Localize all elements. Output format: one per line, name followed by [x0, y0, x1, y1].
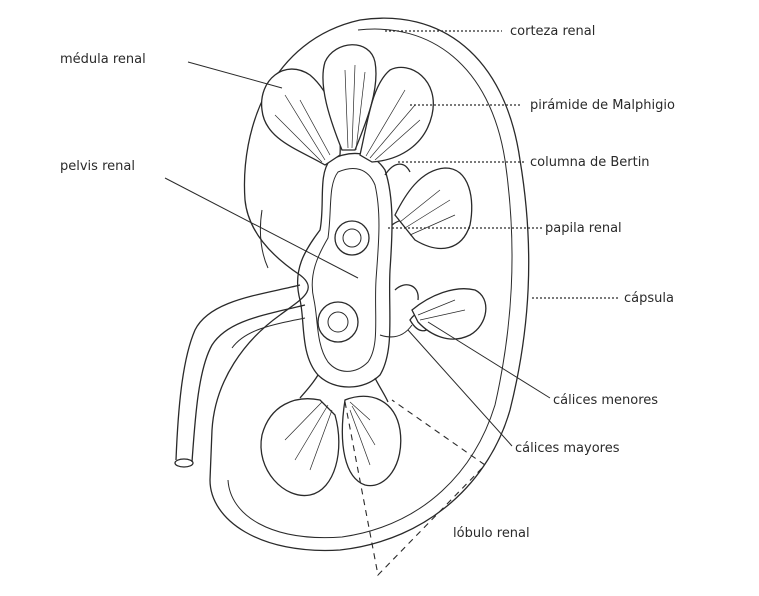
- label-medula-renal: médula renal: [60, 52, 146, 67]
- ureter: [175, 284, 301, 461]
- pyramid-striations: [274, 64, 466, 471]
- minor-calyx-right-upper: [384, 163, 411, 176]
- label-columna-bertin: columna de Bertin: [530, 155, 650, 170]
- ureter-inner: [191, 304, 306, 463]
- minor-calyx-lower-right: [374, 377, 389, 403]
- label-corteza-renal: corteza renal: [510, 24, 595, 39]
- label-pelvis-renal: pelvis renal: [60, 159, 135, 174]
- pyramid-right-upper: [394, 167, 473, 249]
- vessel-section-lower-inner: [327, 311, 349, 333]
- label-calices-menores: cálices menores: [553, 393, 658, 408]
- vessel-section-upper: [334, 220, 370, 256]
- major-calyx-right: [379, 324, 413, 338]
- pyramid-bottom-right: [341, 395, 402, 487]
- minor-calyx-lower-left: [299, 374, 319, 399]
- pyramid-top-right: [359, 66, 434, 163]
- cortex-inner-boundary: [227, 28, 513, 539]
- hilum-edge: [259, 209, 269, 269]
- minor-calyx-right-low: [394, 284, 419, 301]
- pyramid-bottom-left: [260, 398, 340, 497]
- label-piramide-malphigio: pirámide de Malphigio: [530, 98, 675, 113]
- label-lobulo-renal: lóbulo renal: [453, 526, 530, 541]
- renal-pelvis-inner: [311, 168, 380, 372]
- leader-pelvis: [164, 177, 359, 279]
- renal-pyramids: [260, 44, 487, 497]
- leader-calices-menores: [427, 321, 551, 399]
- leader-calices-mayores: [407, 329, 513, 447]
- ureter-vessel: [231, 317, 306, 349]
- renal-lobe-wedge: [344, 399, 486, 577]
- label-calices-mayores: cálices mayores: [515, 441, 620, 456]
- renal-pelvis-shape: [296, 152, 393, 388]
- label-papila-renal: papila renal: [545, 221, 622, 236]
- ureter-end: [174, 458, 194, 468]
- vessel-section-lower: [317, 301, 359, 343]
- vessel-section-upper-inner: [342, 228, 362, 248]
- label-capsula: cápsula: [624, 291, 674, 306]
- kidney-capsule-outline: [209, 17, 530, 552]
- leader-medula: [187, 61, 283, 89]
